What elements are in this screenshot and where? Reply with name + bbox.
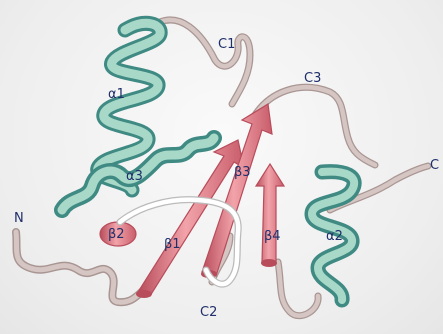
label-alpha3: α3: [126, 169, 143, 184]
label-beta2-small: β2: [108, 227, 125, 242]
label-beta1: β1: [164, 237, 181, 252]
label-c1: C1: [218, 37, 235, 52]
label-c2: C2: [200, 305, 217, 320]
label-c3: C3: [304, 71, 321, 86]
label-alpha1: α1: [108, 87, 125, 102]
label-beta3: β3: [234, 165, 251, 180]
label-n-terminus: N: [14, 211, 24, 226]
label-beta4: β4: [264, 229, 281, 244]
label-c-terminus: C: [430, 158, 439, 173]
c1-loop: [160, 20, 250, 104]
label-alpha2: α2: [326, 229, 343, 244]
strand-beta4: [256, 164, 284, 264]
structure-labels: C1 C3 C N α1 α2 α3 β1 β2 β3 β4 C2: [14, 37, 439, 320]
